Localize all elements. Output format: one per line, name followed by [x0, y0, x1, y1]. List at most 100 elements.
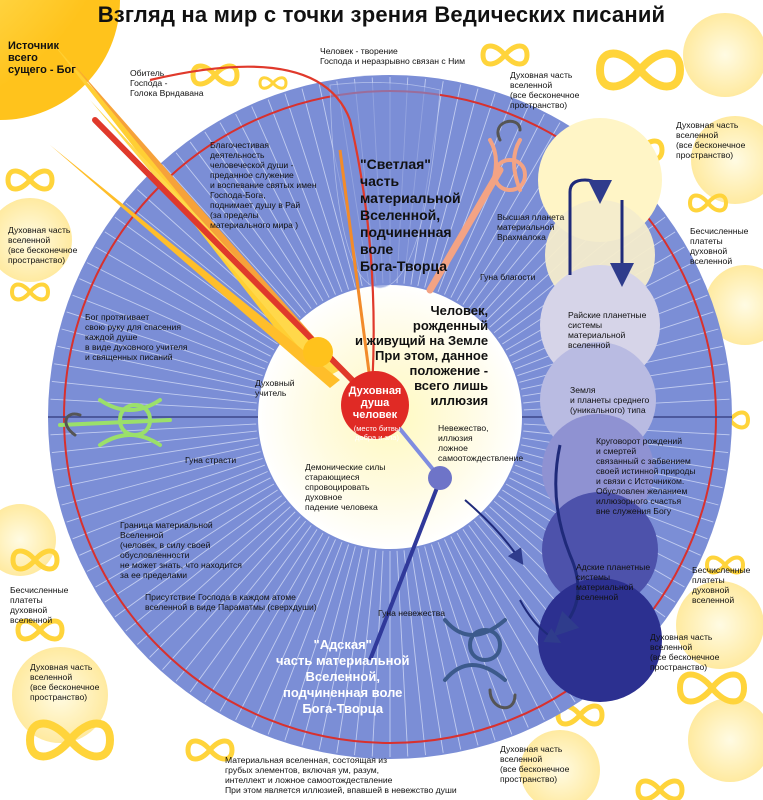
- ray: [79, 278, 268, 363]
- label-material: Материальная вселенная, состоящая из гру…: [225, 755, 457, 795]
- ray: [137, 506, 291, 645]
- ray: [251, 539, 336, 728]
- ray: [410, 549, 444, 753]
- ray: [235, 113, 330, 298]
- ray: [371, 550, 384, 757]
- ray: [301, 88, 356, 288]
- ray: [175, 520, 307, 682]
- ray: [72, 294, 266, 370]
- label-hell: Адские планетные системы материальной вс…: [576, 562, 651, 602]
- ray: [86, 262, 271, 357]
- ray: [61, 328, 261, 383]
- label-spirit-3: Духовная часть вселенной (все бесконечно…: [8, 225, 78, 265]
- ray: [66, 457, 263, 523]
- label-soul-sub: (место битвы добра и зла): [353, 424, 401, 442]
- cycle-arrows: [464, 178, 634, 643]
- label-guna-ignorance: Гуна невежества: [378, 608, 445, 618]
- ray: [104, 231, 278, 345]
- ray: [284, 93, 350, 290]
- ray: [162, 516, 301, 670]
- ray: [189, 141, 312, 309]
- ray: [162, 164, 301, 318]
- ray: [267, 541, 343, 735]
- label-teacher: Духовный учитель: [255, 378, 295, 398]
- label-spirit-4: Духовная часть вселенной (все бесконечно…: [650, 632, 720, 672]
- label-soul: Духовная душа человек: [348, 385, 402, 421]
- ray: [430, 544, 496, 741]
- ray: [219, 532, 324, 712]
- ray: [54, 363, 258, 397]
- ray: [235, 536, 330, 721]
- ray: [125, 500, 287, 632]
- ray: [149, 511, 296, 658]
- label-creation: Человек - творение Господа и неразрывно …: [320, 46, 466, 66]
- ray: [267, 99, 343, 293]
- ray: [424, 546, 479, 746]
- ray: [204, 131, 318, 305]
- label-heaven: Райские планетные системы материальной в…: [568, 310, 647, 350]
- label-demonic: Демонические силы старающиеся спровоциро…: [305, 462, 386, 512]
- ray: [417, 84, 462, 287]
- label-spirit-6: Духовная часть вселенной (все бесконечно…: [500, 744, 570, 784]
- ray: [175, 152, 307, 314]
- ray: [51, 381, 257, 404]
- label-hell-part: "Адская" часть материальной Вселенной, п…: [276, 637, 410, 716]
- ray: [456, 122, 561, 302]
- soul-circle: [341, 371, 409, 439]
- ray: [204, 529, 318, 703]
- label-ignorance: Невежество, иллюзия ложное самоотождеств…: [438, 423, 524, 463]
- label-countless-right-top: Бесчисленные платеты духовной вселенной: [690, 226, 749, 266]
- label-guna-goodness: Гуна благости: [480, 272, 536, 282]
- ray: [189, 525, 312, 693]
- label-countless-right-bottom: Бесчисленные платеты духовной вселенной: [692, 565, 751, 605]
- ray: [456, 532, 561, 712]
- guna-knots: [58, 119, 528, 710]
- ray: [403, 550, 426, 756]
- ray: [354, 550, 377, 756]
- label-hand: Бог протягивает свою руку для спасения к…: [85, 312, 188, 362]
- ray: [54, 437, 258, 471]
- ignorance-dot: [428, 466, 452, 490]
- label-guna-passion: Гуна страсти: [185, 455, 237, 465]
- ray: [336, 549, 370, 753]
- ray: [50, 423, 257, 436]
- ray: [450, 113, 545, 298]
- label-cycle: Круговорот рождений и смертей связанный …: [596, 436, 696, 516]
- ray: [284, 544, 350, 741]
- ray: [57, 444, 260, 489]
- ray: [251, 106, 336, 295]
- ray: [57, 345, 260, 390]
- label-countless-left: Бесчисленные платеты духовной вселенной: [10, 585, 69, 625]
- page-title: Взгляд на мир с точки зрения Ведических …: [97, 2, 666, 27]
- spiritual-bubbles: [0, 13, 763, 800]
- ray: [95, 483, 275, 588]
- label-boundary: Граница материальной Вселенной (человек,…: [120, 520, 242, 580]
- label-spirit-2: Духовная часть вселенной (все бесконечно…: [676, 120, 746, 160]
- ray: [444, 106, 529, 295]
- ray: [72, 464, 266, 540]
- ray: [437, 541, 513, 735]
- label-source: Источник всего сущего - Бог: [8, 40, 76, 76]
- ray: [86, 477, 271, 572]
- infinity-icons: [5, 43, 751, 800]
- ray: [66, 311, 263, 377]
- ray: [430, 93, 496, 290]
- ray: [114, 495, 282, 618]
- label-paramatma: Присутствие Господа в каждом атоме вселе…: [145, 592, 317, 612]
- ray: [301, 546, 356, 746]
- label-human: Человек, рожденный и живущий на Земле Пр…: [355, 303, 489, 408]
- label-bright-part: "Светлая" часть материальной Вселенной, …: [360, 156, 461, 274]
- label-devotion: Благочестивая деятельность человеческой …: [210, 140, 317, 230]
- label-abode: Обитель Господа - Голока Врндавана: [130, 68, 204, 98]
- ray: [95, 246, 275, 351]
- label-spirit-5: Духовная часть вселенной (все бесконечно…: [30, 662, 100, 702]
- label-brahmaloka: Высшая планета материальной Врахмалока: [497, 212, 565, 242]
- bright-lobe: [329, 82, 441, 289]
- ray: [79, 471, 268, 556]
- ray: [125, 202, 287, 334]
- ray: [104, 489, 278, 603]
- ray: [61, 451, 261, 506]
- label-spirit-1: Духовная часть вселенной (все бесконечно…: [510, 70, 580, 110]
